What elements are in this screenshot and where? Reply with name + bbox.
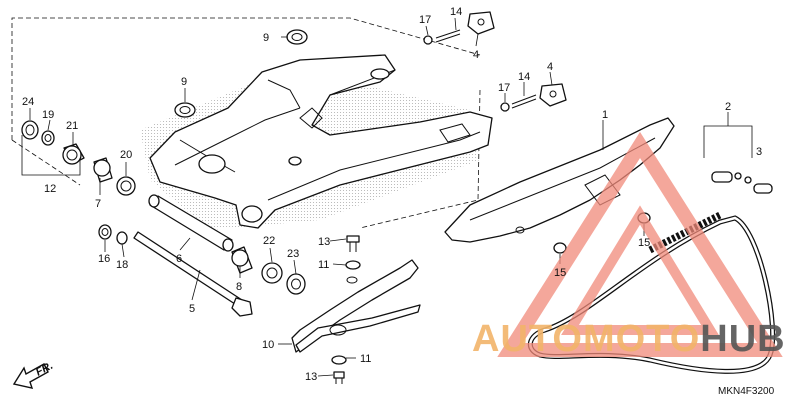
callout-13-lower: 13 bbox=[305, 371, 317, 383]
callout-17-upper: 17 bbox=[419, 14, 431, 26]
callout-21: 21 bbox=[66, 120, 78, 132]
callout-11-lower: 11 bbox=[360, 353, 371, 365]
callout-19: 19 bbox=[42, 109, 54, 121]
callout-17-lower: 17 bbox=[498, 82, 510, 94]
pivot-collar-6 bbox=[148, 194, 234, 252]
chain-bracket bbox=[703, 112, 753, 158]
callout-6: 6 bbox=[176, 253, 182, 265]
callout-15-left: 15 bbox=[554, 267, 566, 279]
chain-guide-fasteners bbox=[423, 11, 567, 112]
master-link-3 bbox=[711, 171, 773, 194]
callout-23: 23 bbox=[287, 248, 299, 260]
callout-15-right: 15 bbox=[638, 237, 650, 249]
callout-11-upper: 11 bbox=[318, 259, 329, 271]
watermark-triangle-inner bbox=[561, 205, 719, 335]
watermark-triangle-outer bbox=[497, 131, 783, 357]
callout-16: 16 bbox=[98, 253, 110, 265]
callout-2: 2 bbox=[725, 101, 731, 113]
callout-20: 20 bbox=[120, 149, 132, 161]
leader-lines bbox=[21, 17, 645, 377]
callout-5: 5 bbox=[189, 303, 195, 315]
dust-seal-9 bbox=[174, 29, 308, 118]
callout-4-upper: 4 bbox=[473, 49, 479, 61]
callout-14-lower: 14 bbox=[518, 71, 530, 83]
watermark: AUTOMOTOHUB bbox=[472, 131, 786, 360]
callout-18: 18 bbox=[116, 259, 128, 271]
direction-label: FR. bbox=[34, 360, 55, 379]
left-pivot-parts bbox=[21, 120, 136, 196]
diagram-code: MKN4F3200 bbox=[718, 386, 775, 397]
callout-10: 10 bbox=[262, 339, 274, 351]
callout-3: 3 bbox=[756, 146, 762, 158]
callout-1: 1 bbox=[602, 109, 608, 121]
slider-fasteners bbox=[331, 235, 361, 384]
callout-labels: 1 2 3 4 4 5 6 7 8 9 9 10 11 11 12 13 13 … bbox=[22, 6, 762, 383]
front-direction-arrow: FR. bbox=[12, 360, 55, 389]
callout-8: 8 bbox=[236, 281, 242, 293]
callout-4-lower: 4 bbox=[547, 61, 553, 73]
chain-slider-10 bbox=[291, 259, 421, 353]
swingarm bbox=[149, 54, 493, 229]
callout-7: 7 bbox=[95, 198, 101, 210]
callout-9-upper: 9 bbox=[263, 32, 269, 44]
watermark-brand-text: AUTOMOTOHUB bbox=[472, 318, 786, 360]
callout-14-upper: 14 bbox=[450, 6, 462, 18]
callout-24: 24 bbox=[22, 96, 34, 108]
pivot-bolt-5 bbox=[133, 231, 253, 317]
callout-22: 22 bbox=[263, 235, 275, 247]
callout-12: 12 bbox=[44, 183, 56, 195]
right-pivot-parts bbox=[98, 224, 306, 295]
callout-9-lower: 9 bbox=[181, 76, 187, 88]
callout-13-upper: 13 bbox=[318, 236, 330, 248]
